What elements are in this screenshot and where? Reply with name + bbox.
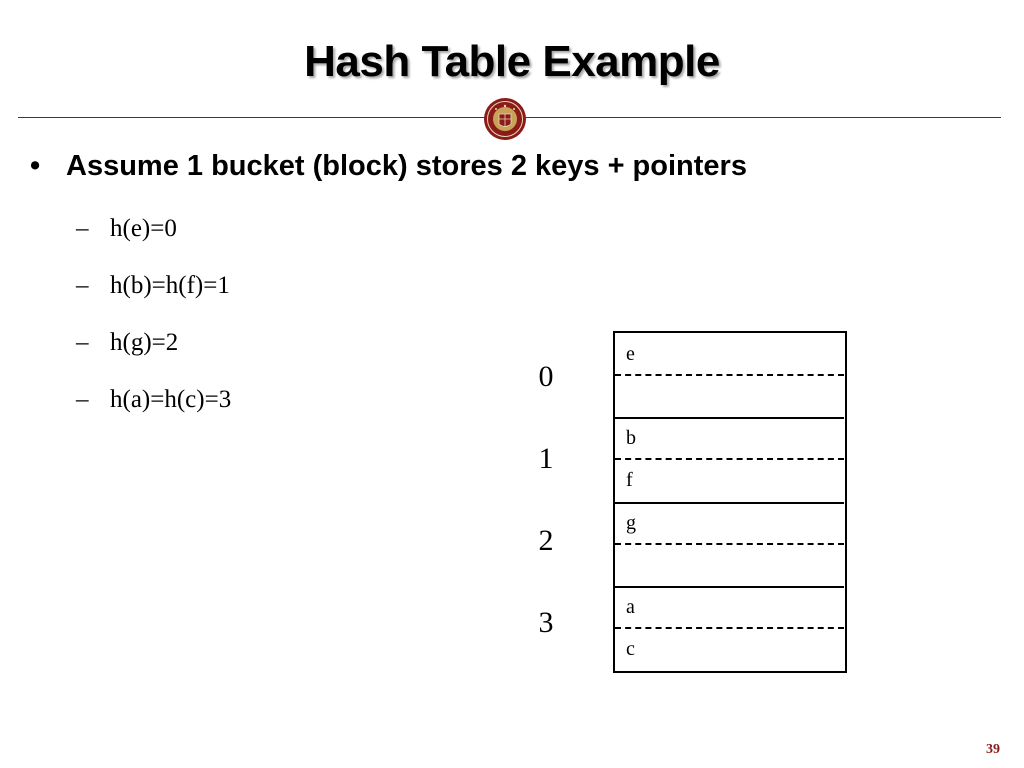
bucket-1-slot-2: f [626,469,633,491]
bucket-index-1: 1 [538,442,554,475]
slide-title: Hash Table Example [304,37,720,86]
slot-divider [615,374,844,376]
bucket-0: e [615,333,844,417]
university-seal-icon [484,98,526,140]
bucket-index-2: 2 [538,524,554,557]
main-bullet: • Assume 1 bucket (block) stores 2 keys +… [30,146,747,186]
slot-divider [615,458,844,460]
sub-item-text: h(b)=h(f)=1 [110,272,230,299]
bucket-2-slot-1: g [626,512,636,534]
sub-item: –h(a)=h(c)=3 [76,384,231,416]
slot-divider [615,627,844,629]
sub-item: –h(g)=2 [76,327,178,359]
bucket-3-slot-2: c [626,638,635,660]
dash-marker: – [76,272,89,299]
sub-item-text: h(a)=h(c)=3 [110,386,232,413]
bucket-1-slot-1: b [626,427,636,449]
dash-marker: – [76,329,89,356]
bucket-1: b f [615,417,844,501]
sub-item: –h(b)=h(f)=1 [76,270,230,302]
bucket-3-slot-1: a [626,596,635,618]
main-bullet-text: Assume 1 bucket (block) stores 2 keys + … [66,150,747,182]
slot-divider [615,543,844,545]
page-number: 39 [986,742,1000,757]
hash-table: e b f g a c [613,331,847,673]
sub-item: –h(e)=0 [76,213,177,245]
bucket-index-0: 0 [538,360,554,393]
bucket-0-slot-1: e [626,343,635,365]
sub-item-text: h(e)=0 [110,215,177,242]
bucket-index-3: 3 [538,606,554,639]
bucket-2: g [615,502,844,586]
sub-item-text: h(g)=2 [110,329,179,356]
bullet-marker: • [30,150,41,182]
dash-marker: – [76,386,89,413]
dash-marker: – [76,215,89,242]
bucket-3: a c [615,586,844,670]
